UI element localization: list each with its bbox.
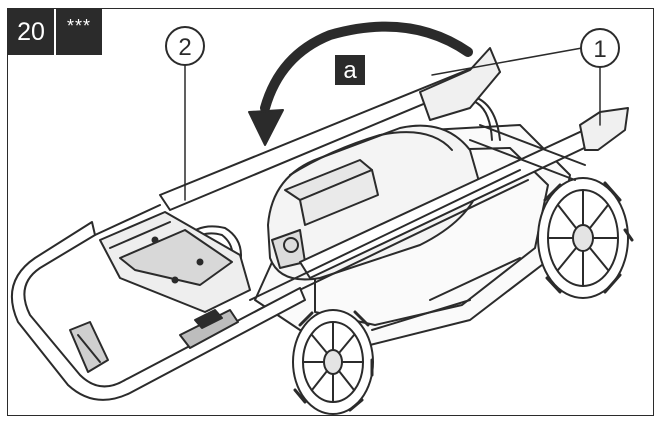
rotation-arrow-icon xyxy=(260,21,473,113)
callout-1: 1 xyxy=(580,28,620,68)
rear-wheel-right xyxy=(537,177,634,299)
handle-hinge-right xyxy=(579,107,629,151)
difficulty-badge: *** xyxy=(56,9,102,55)
handle-grip xyxy=(10,221,306,401)
callout-2: 2 xyxy=(165,26,205,66)
front-wheel-bottom xyxy=(292,309,374,415)
callout-a-label: a xyxy=(343,57,357,84)
callout-1-label: 1 xyxy=(593,36,606,63)
step-number-badge: 20 xyxy=(8,9,54,55)
callout-1-leader-a xyxy=(431,47,583,76)
callout-a: a xyxy=(335,55,365,85)
callout-2-label: 2 xyxy=(178,34,191,61)
